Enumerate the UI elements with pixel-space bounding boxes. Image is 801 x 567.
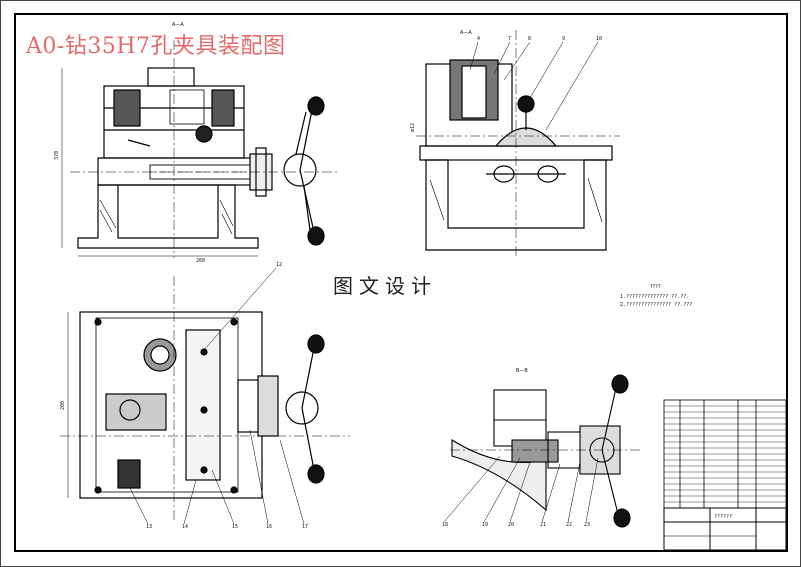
drawing-title: A0-钻35H7孔夹具装配图	[26, 34, 286, 59]
section-mark-side: A—A	[460, 30, 472, 36]
dimension-plan: 200	[60, 401, 66, 410]
detail-view	[450, 374, 640, 528]
part-number-13: 13	[146, 524, 152, 530]
part-number-22: 22	[566, 522, 572, 528]
part-number-20: 20	[508, 522, 514, 528]
part-number-4: 4	[477, 36, 480, 42]
side-view	[416, 30, 620, 258]
technical-notes-heading: ????	[650, 284, 661, 290]
part-number-15: 15	[232, 524, 238, 530]
part-number-14: 14	[182, 524, 188, 530]
part-number-21: 21	[540, 522, 546, 528]
technical-note-2: 2.??????????????? ??.???	[620, 302, 692, 308]
center-caption: 图文设计	[333, 274, 437, 298]
part-number-8: 8	[528, 36, 531, 42]
title-block	[663, 507, 787, 551]
dimension-height: 370	[54, 151, 60, 160]
part-number-19: 19	[482, 522, 488, 528]
part-number-12: 12	[276, 262, 282, 268]
part-number-18: 18	[442, 522, 448, 528]
title-block-name: ??????	[714, 514, 732, 520]
part-number-7: 7	[508, 36, 511, 42]
leader-lines-plan	[129, 267, 305, 525]
parts-list-rows	[664, 405, 786, 503]
part-number-23: 23	[584, 522, 590, 528]
plan-view	[60, 276, 350, 520]
part-number-16: 16	[266, 524, 272, 530]
leader-lines-top-right	[469, 41, 599, 131]
leader-lines-detail	[443, 455, 599, 523]
dimension-bore: ø12	[410, 123, 416, 132]
part-number-9: 9	[562, 36, 565, 42]
part-number-17: 17	[302, 524, 308, 530]
front-view	[61, 40, 340, 258]
part-number-10: 10	[596, 36, 602, 42]
dimension-width: 260	[196, 258, 205, 264]
section-mark-top: A—A	[172, 22, 184, 28]
section-mark-bottom: B—B	[516, 368, 528, 374]
technical-note-1: 1.?????????????? ??.??.	[620, 294, 689, 300]
inner-frame	[14, 13, 788, 552]
